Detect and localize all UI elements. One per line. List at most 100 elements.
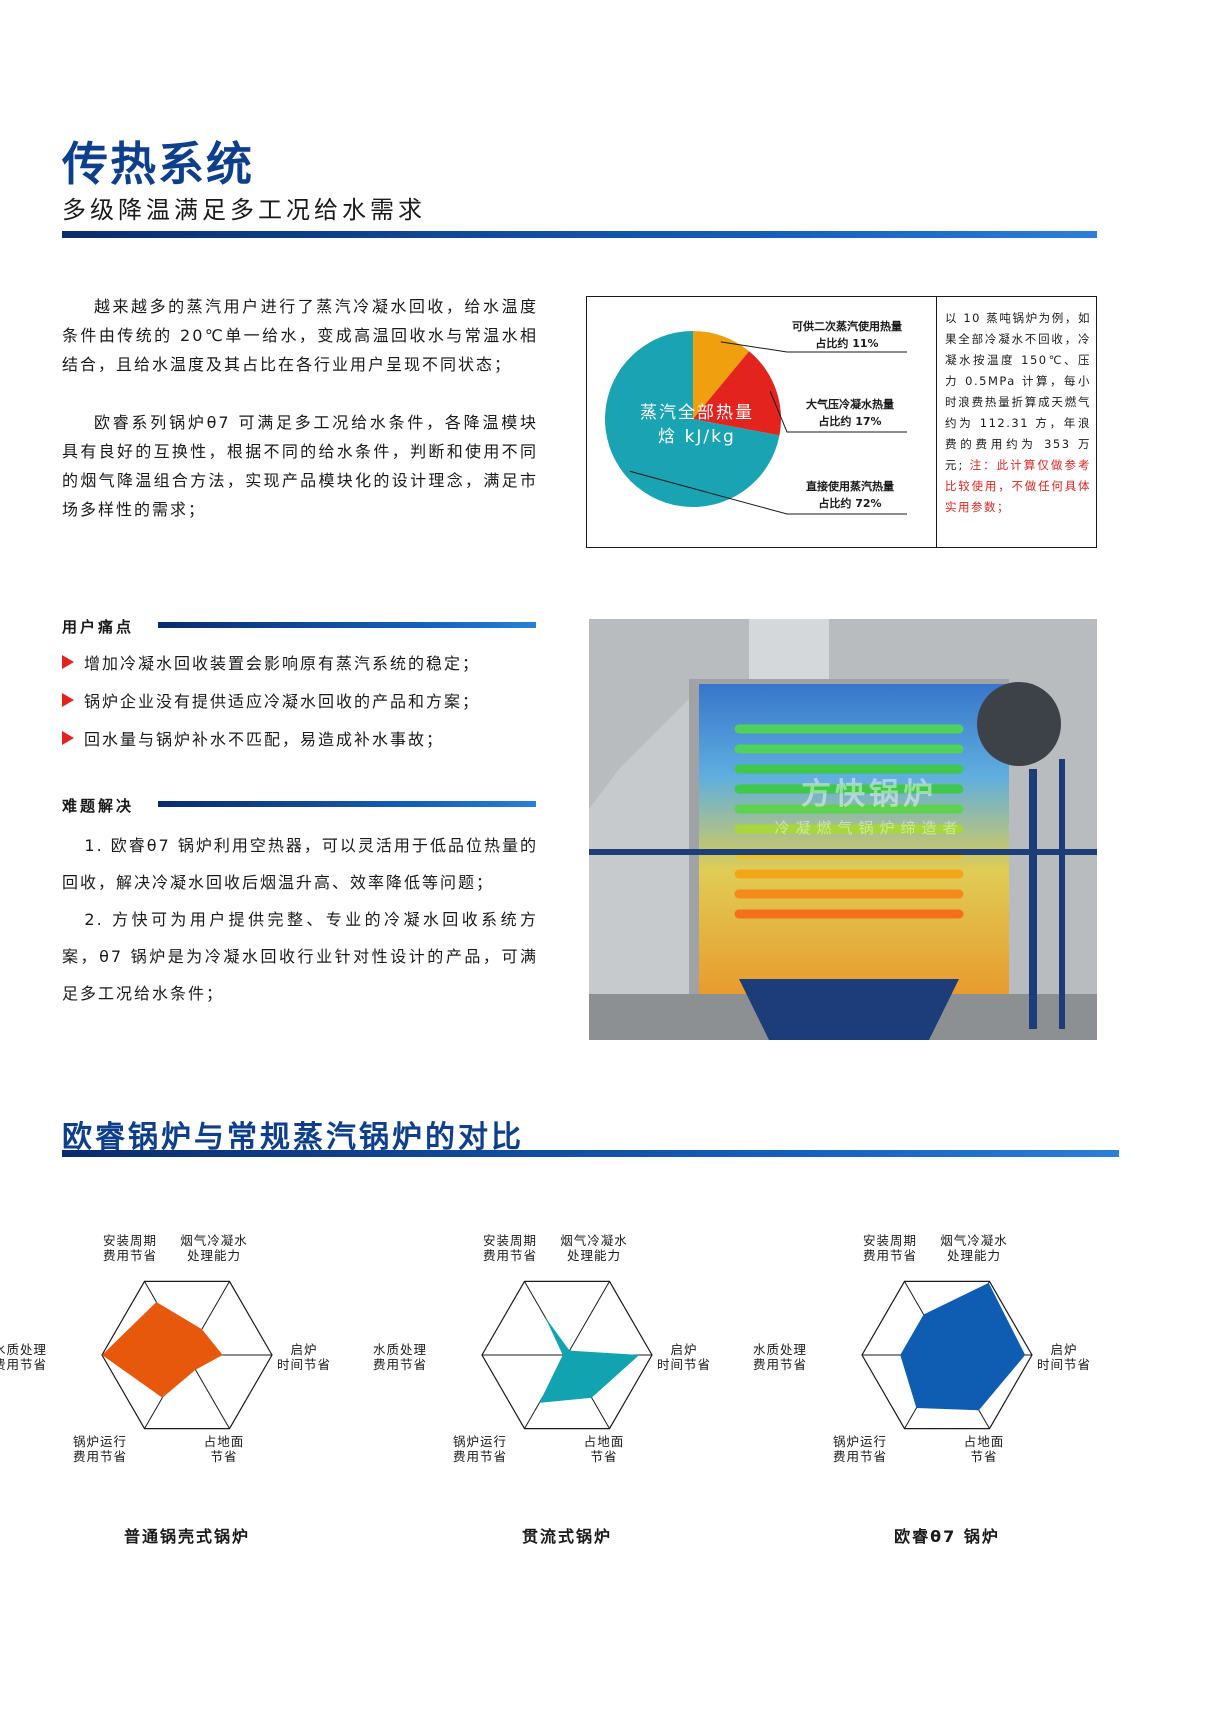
radar-axis-label: 启炉时间节省 bbox=[649, 1342, 719, 1372]
pain-point-text: 增加冷凝水回收装置会影响原有蒸汽系统的稳定； bbox=[84, 654, 481, 673]
radar-axis-label-line: 占地面 bbox=[583, 1434, 625, 1449]
comparison-title: 欧睿锅炉与常规蒸汽锅炉的对比 bbox=[62, 1120, 524, 1155]
note-text: 以 10 蒸吨锅炉为例，如果全部冷凝水不回收，冷凝水按温度 150℃、压力 0.… bbox=[945, 311, 1091, 472]
radar-axis-label-line: 处理能力 bbox=[566, 1248, 621, 1263]
pain-point-item: 回水量与锅炉补水不匹配，易造成补水事故； bbox=[62, 726, 444, 750]
watermark-brand: 方快锅炉 bbox=[801, 777, 937, 812]
radar-axis-label-line: 锅炉运行 bbox=[452, 1434, 507, 1449]
radar-axis-label-line: 时间节省 bbox=[276, 1357, 331, 1372]
radar-axis-line bbox=[566, 1281, 610, 1356]
radar-axis-label-line: 费用节省 bbox=[372, 1357, 427, 1372]
radar-axis-label: 占地面节省 bbox=[189, 1434, 259, 1464]
radar-axis-label: 安装周期费用节省 bbox=[475, 1233, 545, 1263]
radar-axis-label-line: 占地面 bbox=[963, 1434, 1005, 1449]
heat-exchanger-illustration bbox=[589, 619, 1097, 1040]
radar-axis-label-line: 时间节省 bbox=[1036, 1357, 1091, 1372]
radar-axis-label-line: 费用节省 bbox=[752, 1357, 807, 1372]
pie-slice bbox=[693, 331, 750, 419]
radar-axis-label-line: 安装周期 bbox=[102, 1233, 157, 1248]
pie-center-line-1: 蒸汽全部热量 bbox=[640, 403, 754, 423]
radar-axis-label-line: 时间节省 bbox=[656, 1357, 711, 1372]
pie-center-line-2: 焓 kJ/kg bbox=[658, 427, 736, 447]
radar-axis-label: 烟气冷凝水处理能力 bbox=[174, 1233, 254, 1263]
pain-point-text: 锅炉企业没有提供适应冷凝水回收的产品和方案； bbox=[84, 692, 481, 711]
intro-text: 越来越多的蒸汽用户进行了蒸汽冷凝水回收，给水温度条件由传统的 20℃单一给水，变… bbox=[62, 292, 538, 524]
pain-point-item: 增加冷凝水回收装置会影响原有蒸汽系统的稳定； bbox=[62, 650, 480, 674]
pie-label-percent: 占比约 11% bbox=[815, 337, 879, 350]
radar-chart bbox=[861, 1280, 1033, 1430]
radar-axis-label-line: 处理能力 bbox=[186, 1248, 241, 1263]
pain-point-item: 锅炉企业没有提供适应冷凝水回收的产品和方案； bbox=[62, 688, 480, 712]
radar-axis-label: 水质处理费用节省 bbox=[360, 1342, 440, 1372]
radar-axis-label-line: 烟气冷凝水 bbox=[940, 1233, 1008, 1248]
solutions-rule bbox=[158, 801, 536, 807]
radar-caption: 欧睿θ7 锅炉 bbox=[894, 1527, 1000, 1546]
radar-axis-label: 安装周期费用节省 bbox=[855, 1233, 925, 1263]
radar-axis-label-line: 锅炉运行 bbox=[832, 1434, 887, 1449]
pain-point-text: 回水量与锅炉补水不匹配，易造成补水事故； bbox=[84, 730, 445, 749]
intro-paragraph-2: 欧睿系列锅炉θ7 可满足多工况给水条件，各降温模块具有良好的互换性，根据不同的给… bbox=[62, 413, 538, 519]
heat-exchanger-image: 方快锅炉 冷凝燃气锅炉缔造者 bbox=[589, 619, 1097, 1040]
watermark-slogan: 冷凝燃气锅炉缔造者 bbox=[774, 819, 964, 837]
pie-label-percent: 占比约 72% bbox=[818, 497, 882, 510]
pie-center-label: 蒸汽全部热量 焓 kJ/kg bbox=[627, 401, 767, 449]
page-subtitle: 多级降温满足多工况给水需求 bbox=[62, 196, 426, 224]
radar-axis-label-line: 安装周期 bbox=[482, 1233, 537, 1248]
radar-caption: 普通锅壳式锅炉 bbox=[123, 1527, 250, 1546]
radar-chart bbox=[481, 1280, 653, 1430]
radar-axis-label-line: 费用节省 bbox=[862, 1248, 917, 1263]
radar-axis-label-line: 水质处理 bbox=[372, 1342, 427, 1357]
solution-item-2: 2. 方快可为用户提供完整、专业的冷凝水回收系统方案，θ7 锅炉是为冷凝水回收行… bbox=[62, 910, 538, 1003]
radar-axis-label: 安装周期费用节省 bbox=[95, 1233, 165, 1263]
radar-data-area bbox=[900, 1282, 1026, 1411]
pie-label-text: 直接使用蒸汽热量 bbox=[806, 480, 894, 493]
radar-axis-label-line: 烟气冷凝水 bbox=[180, 1233, 248, 1248]
radar-axis-label-line: 锅炉运行 bbox=[72, 1434, 127, 1449]
triangle-bullet-icon bbox=[62, 693, 74, 707]
pie-label-percent: 占比约 17% bbox=[818, 415, 882, 428]
pie-slice bbox=[693, 351, 781, 436]
triangle-bullet-icon bbox=[62, 655, 74, 669]
pie-label-secondary-steam: 可供二次蒸汽使用热量 占比约 11% bbox=[772, 318, 922, 352]
pie-label-text: 可供二次蒸汽使用热量 bbox=[792, 320, 902, 333]
solution-item-1: 1. 欧睿θ7 锅炉利用空热器，可以灵活用于低品位热量的回收，解决冷凝水回收后烟… bbox=[62, 836, 538, 892]
radar-axis-label-line: 节省 bbox=[970, 1449, 998, 1464]
pain-points-heading: 用户痛点 bbox=[62, 618, 135, 636]
radar-axis-label-line: 费用节省 bbox=[102, 1248, 157, 1263]
radar-axis-label-line: 烟气冷凝水 bbox=[560, 1233, 628, 1248]
pie-label-condensate: 大气压冷凝水热量 占比约 17% bbox=[783, 396, 917, 430]
radar-axis-label-line: 启炉 bbox=[290, 1342, 318, 1357]
radar-axis-label: 烟气冷凝水处理能力 bbox=[554, 1233, 634, 1263]
radar-chart bbox=[101, 1280, 273, 1430]
pie-slice bbox=[605, 331, 780, 507]
radar-data-area bbox=[102, 1301, 223, 1398]
radar-axis-label: 启炉时间节省 bbox=[269, 1342, 339, 1372]
radar-axis-label-line: 启炉 bbox=[670, 1342, 698, 1357]
radar-axis-label-line: 节省 bbox=[210, 1449, 238, 1464]
pie-leader-line bbox=[720, 341, 907, 353]
radar-axis-label-line: 节省 bbox=[590, 1449, 618, 1464]
radar-axis-label: 水质处理费用节省 bbox=[740, 1342, 820, 1372]
radar-axis-label-line: 费用节省 bbox=[482, 1248, 537, 1263]
radar-axis-label-line: 费用节省 bbox=[0, 1357, 47, 1372]
radar-axis-label: 占地面节省 bbox=[569, 1434, 639, 1464]
pie-label-direct-steam: 直接使用蒸汽热量 占比约 72% bbox=[783, 478, 917, 512]
pie-chart bbox=[605, 331, 907, 515]
radar-axis-label-line: 占地面 bbox=[203, 1434, 245, 1449]
title-rule bbox=[62, 231, 1097, 238]
radar-axis-label: 烟气冷凝水处理能力 bbox=[934, 1233, 1014, 1263]
pie-leader-line bbox=[769, 391, 907, 433]
pie-chart-box: 蒸汽全部热量 焓 kJ/kg 可供二次蒸汽使用热量 占比约 11% 大气压冷凝水… bbox=[586, 296, 1097, 548]
radar-axis-label: 锅炉运行费用节省 bbox=[440, 1434, 520, 1464]
radar-axis-label: 锅炉运行费用节省 bbox=[820, 1434, 900, 1464]
calculation-note: 以 10 蒸吨锅炉为例，如果全部冷凝水不回收，冷凝水按温度 150℃、压力 0.… bbox=[936, 296, 1097, 548]
radar-axis-label: 占地面节省 bbox=[949, 1434, 1019, 1464]
pie-leader-line bbox=[629, 470, 907, 515]
radar-axis-label-line: 费用节省 bbox=[832, 1449, 887, 1464]
radar-axis-label: 启炉时间节省 bbox=[1029, 1342, 1099, 1372]
note-warning: 注：此计算仅做参考比较使用，不做任何具体实用参数； bbox=[945, 458, 1091, 514]
pie-label-text: 大气压冷凝水热量 bbox=[806, 398, 894, 411]
comparison-rule bbox=[62, 1150, 1119, 1157]
radar-axis-label-line: 处理能力 bbox=[946, 1248, 1001, 1263]
